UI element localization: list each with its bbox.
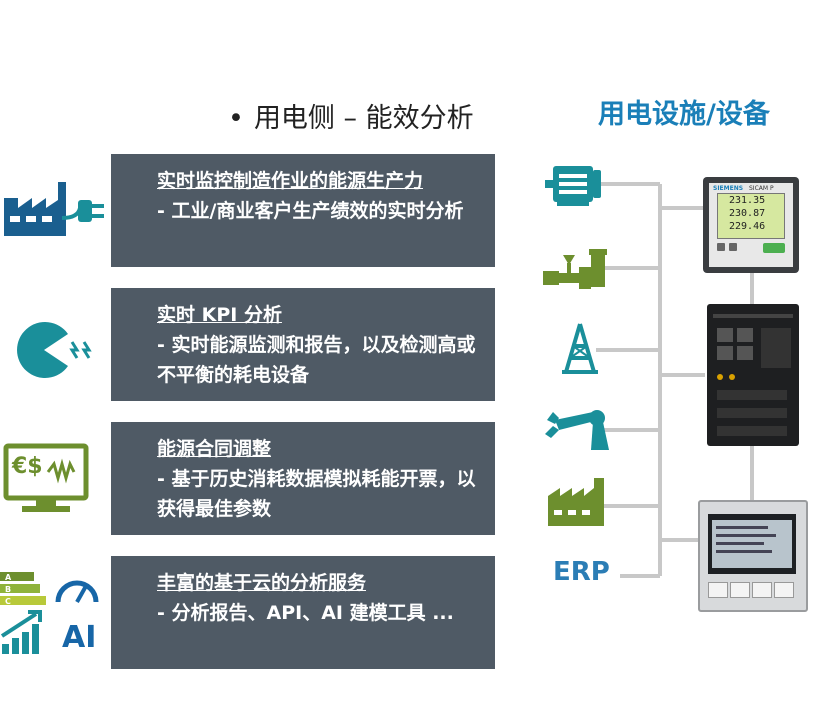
- energy-class-icon: [0, 572, 46, 605]
- money-label: €$: [12, 454, 43, 479]
- pipeline-valve-icon: [543, 249, 607, 289]
- meter-button-left[interactable]: [717, 243, 725, 251]
- erp-label: ERP: [553, 557, 610, 587]
- energy-class-b: B: [5, 585, 12, 594]
- panel-title: 实时 KPI 分析: [157, 304, 282, 326]
- monitor-money-icon: €$: [0, 440, 92, 516]
- panel-title: 丰富的基于云的分析服务: [157, 572, 367, 594]
- pacman-energy-icon: [17, 322, 92, 378]
- meter-status-indicator: [763, 243, 785, 253]
- controller-device: [707, 304, 799, 446]
- panel-contract-adjustment: 能源合同调整 - 基于历史消耗数据模拟耗能开票，以获得最佳参数: [111, 422, 495, 535]
- panel-desc: - 工业/商业客户生产绩效的实时分析: [157, 200, 464, 222]
- panel-title: 能源合同调整: [157, 438, 272, 460]
- panel-title: 实时监控制造作业的能源生产力: [157, 170, 424, 192]
- gauge-icon: [55, 580, 99, 603]
- panel-cloud-analytics: 丰富的基于云的分析服务 - 分析报告、API、AI 建模工具 ...: [111, 556, 495, 669]
- panel-meter-key-4[interactable]: [774, 582, 794, 598]
- panel-kpi-analysis: 实时 KPI 分析 - 实时能源监测和报告，以及检测高或不平衡的耗电设备: [111, 288, 495, 401]
- panel-desc: - 实时能源监测和报告，以及检测高或不平衡的耗电设备: [157, 334, 476, 386]
- energy-class-c: C: [5, 597, 11, 606]
- factory-plug-icon: [4, 182, 104, 236]
- panel-desc: - 分析报告、API、AI 建模工具 ...: [157, 602, 454, 624]
- meter-value-1: 231.35: [729, 195, 766, 206]
- panel-meter-device: [698, 500, 808, 612]
- power-meter-device: SIEMENS SICAM P 231.35 230.87 229.46: [703, 177, 799, 273]
- oil-rig-icon: [562, 323, 598, 374]
- section-title-text: 用电侧 – 能效分析: [253, 103, 474, 134]
- bullet: •: [228, 103, 244, 134]
- factory-icon: [548, 478, 604, 526]
- panel-meter-key-1[interactable]: [708, 582, 728, 598]
- meter-model: SICAM P: [749, 185, 774, 192]
- energy-class-a: A: [5, 573, 12, 582]
- meter-button-right[interactable]: [729, 243, 737, 251]
- robot-arm-icon: [545, 410, 609, 450]
- section-title: • 用电侧 – 能效分析: [228, 96, 474, 135]
- panel-meter-key-3[interactable]: [752, 582, 772, 598]
- meter-value-2: 230.87: [729, 208, 766, 219]
- panel-desc: - 基于历史消耗数据模拟耗能开票，以获得最佳参数: [157, 468, 476, 520]
- panel-meter-key-2[interactable]: [730, 582, 750, 598]
- growth-chart-icon: [0, 610, 42, 654]
- meter-brand: SIEMENS: [713, 185, 744, 192]
- ai-label: AI: [62, 620, 97, 655]
- motor-icon: [545, 166, 601, 206]
- panel-production-monitoring: 实时监控制造作业的能源生产力 - 工业/商业客户生产绩效的实时分析: [111, 154, 495, 267]
- meter-value-3: 229.46: [729, 221, 766, 232]
- devices-title: 用电设施/设备: [598, 99, 770, 130]
